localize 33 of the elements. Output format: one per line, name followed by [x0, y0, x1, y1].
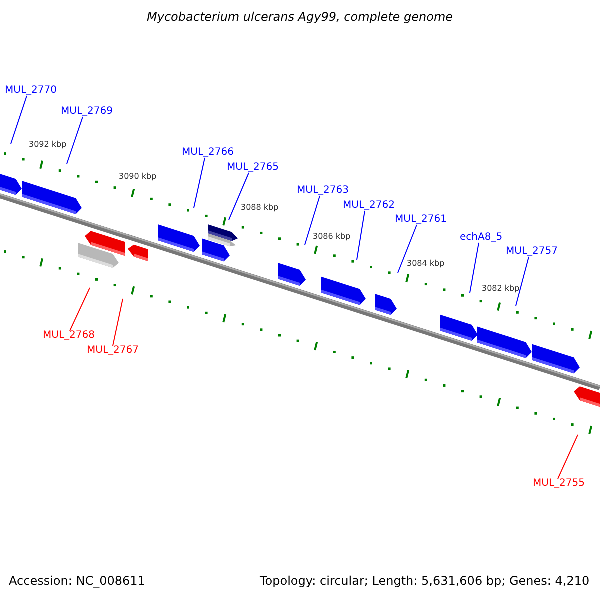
leader-line — [194, 158, 206, 208]
gene-label: MUL_2761 — [395, 215, 447, 225]
accession-text: Accession: NC_008611 — [9, 575, 146, 587]
leader-line — [356, 210, 366, 260]
leader-line — [10, 96, 28, 144]
scale-label: 3090 kbp — [119, 173, 157, 181]
gene-label: MUL_2767 — [87, 346, 139, 356]
leader-line — [470, 242, 480, 294]
leader-line — [112, 298, 124, 346]
leader-line — [304, 196, 320, 246]
leader-line — [398, 224, 418, 274]
scale-label: 3082 kbp — [482, 285, 520, 293]
scale-label: 3084 kbp — [407, 260, 445, 268]
scale-label: 3092 kbp — [29, 141, 67, 149]
gene-label: MUL_2765 — [227, 163, 279, 173]
scale-label: 3086 kbp — [313, 233, 351, 241]
gene-label: MUL_2770 — [5, 86, 57, 96]
leader-line — [516, 256, 530, 306]
leader-line — [558, 434, 578, 480]
gene-label: MUL_2768 — [43, 331, 95, 341]
genome-info-text: Topology: circular; Length: 5,631,606 bp; Genes: 4,210 — [260, 575, 590, 587]
gene-label: echA8_5 — [460, 233, 503, 243]
gene-label: MUL_2762 — [343, 201, 395, 211]
leader-line — [228, 172, 250, 220]
gene-label: MUL_2769 — [61, 107, 113, 117]
diagram-title: Mycobacterium ulcerans Agy99, complete genome — [147, 11, 454, 23]
gene-label: MUL_2763 — [297, 186, 349, 196]
scale-label: 3088 kbp — [241, 204, 279, 212]
leader-line — [66, 116, 84, 164]
leader-line — [70, 288, 90, 332]
gene-label: MUL_2757 — [506, 247, 558, 257]
gene-label: MUL_2766 — [182, 148, 234, 158]
gene-label: MUL_2755 — [533, 479, 585, 489]
